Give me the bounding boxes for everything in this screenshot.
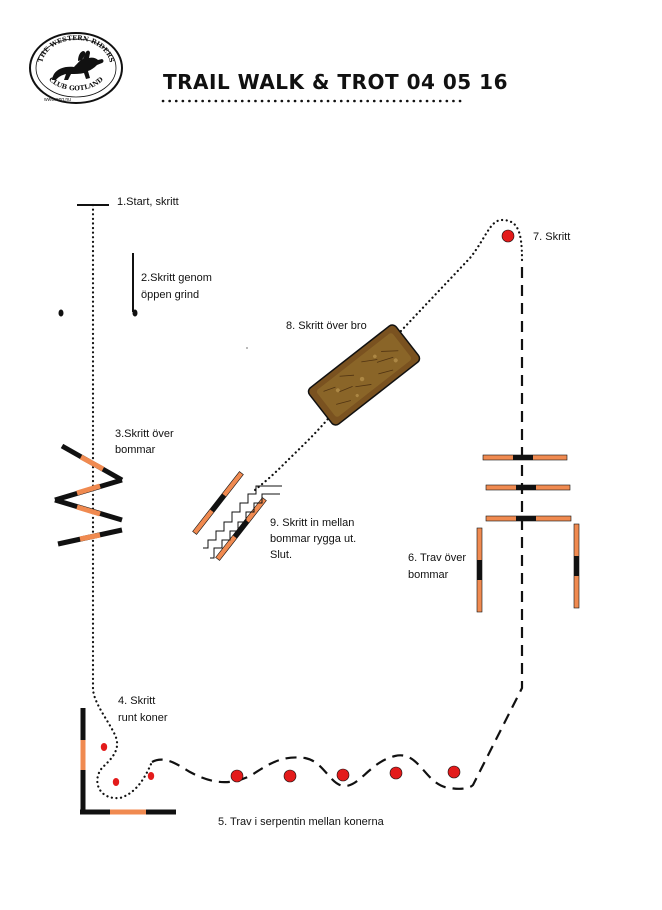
station-5-label: 5. Trav i serpentin mellan konerna — [218, 816, 384, 828]
cone-icon — [112, 778, 120, 786]
open-gate — [58, 253, 138, 317]
station-9-label-line2: bommar rygga ut. — [270, 533, 357, 545]
station-4-label: 4. Skritt — [118, 695, 156, 707]
station-9-label: 9. Skritt in mellan — [270, 517, 355, 529]
station-9-label-line3: Slut. — [270, 549, 293, 561]
backup-step-path — [203, 485, 282, 549]
club-logo: THE WESTERN RIDERS CLUB GOTLAND — [29, 32, 123, 104]
station-1-label: 1.Start, skritt — [117, 196, 179, 208]
station-3-label-line2: bommar — [115, 444, 156, 456]
station-2-label-line2: öppen grind — [141, 289, 200, 301]
page-title: TRAIL WALK & TROT 04 05 16 — [163, 70, 508, 94]
path-trot-serpentine — [151, 260, 524, 790]
station-6-label: 6. Trav över — [408, 552, 467, 564]
station-8-label: 8. Skritt över bro — [286, 320, 367, 332]
cone-icon — [283, 769, 297, 783]
station-3-label: 3.Skritt över — [115, 428, 174, 440]
station-2-label: 2.Skritt genom — [141, 272, 212, 284]
station-7-label: 7. Skritt — [533, 231, 571, 243]
path-walk-start — [91, 203, 154, 800]
cone-icon — [100, 743, 108, 751]
trot-poles — [476, 454, 580, 613]
horse-rider-icon — [52, 50, 104, 80]
station-4-cones — [100, 743, 155, 786]
station-6-label-line2: bommar — [408, 569, 449, 581]
bridge — [307, 324, 421, 426]
cone-icon — [389, 766, 403, 780]
corner-poles — [80, 708, 176, 815]
cone-icon — [336, 768, 350, 782]
serpentine-cones — [230, 765, 461, 783]
station-4-label-line2: runt koner — [118, 712, 168, 724]
backup-poles — [192, 471, 282, 561]
cone-icon — [501, 229, 515, 243]
cone-icon — [230, 769, 244, 783]
cone-icon — [447, 765, 461, 779]
logo-url: www.wrg.nu — [44, 97, 71, 103]
cone-icon — [147, 772, 155, 780]
zigzag-poles — [54, 443, 124, 547]
